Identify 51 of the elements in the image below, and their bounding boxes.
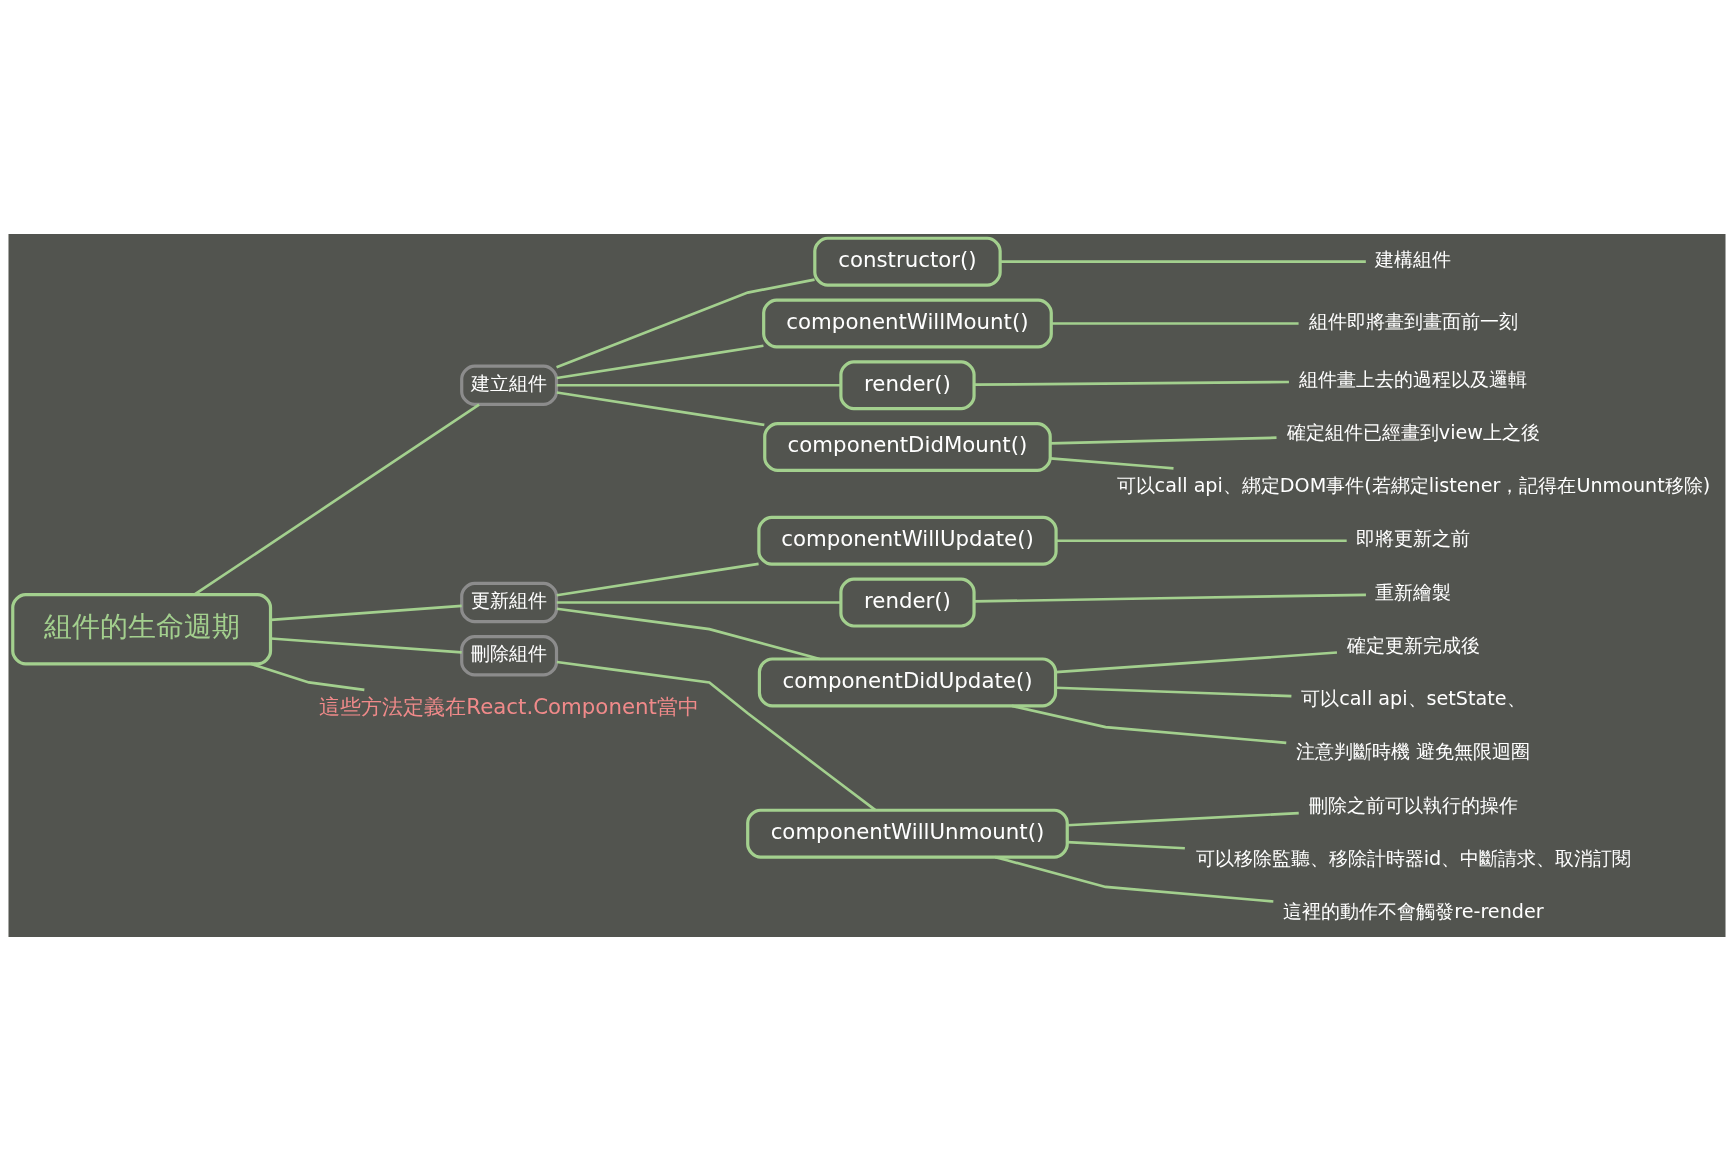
node-text: 重新繪製 <box>1375 580 1452 604</box>
connector <box>556 383 841 387</box>
node-text: 注意判斷時機 避免無限迴圈 <box>1296 739 1531 763</box>
connector <box>1050 435 1277 445</box>
node-box: componentDidUpdate() <box>757 656 1058 707</box>
connector <box>1056 538 1347 542</box>
connector <box>1067 811 1299 827</box>
connector <box>974 593 1366 603</box>
connector <box>1011 704 1287 744</box>
connector <box>556 606 821 660</box>
connector <box>1050 456 1174 470</box>
node-text: 可以call api、綁定DOM事件(若綁定listener，記得在Unmount移除) <box>1116 473 1711 497</box>
node-box: componentWillMount() <box>762 297 1053 348</box>
connector <box>193 402 480 596</box>
node-text: 確定更新完成後 <box>1346 633 1480 657</box>
connector <box>974 380 1289 386</box>
node-text: 可以移除監聽、移除計時器id、中斷請求、取消訂閱 <box>1195 846 1632 870</box>
connector <box>1055 685 1292 697</box>
node-text: 組件畫上去的過程以及邏輯 <box>1299 367 1528 391</box>
node-box: componentWillUnmount() <box>746 808 1069 859</box>
connector <box>556 343 764 379</box>
connector <box>1051 321 1299 325</box>
connector <box>556 562 759 597</box>
node-box: render() <box>839 577 976 628</box>
node-text: 刪除之前可以執行的操作 <box>1308 793 1518 817</box>
node-text: 確定組件已經畫到view上之後 <box>1286 420 1540 444</box>
node-box: componentDidMount() <box>763 421 1052 472</box>
connector <box>1055 650 1338 673</box>
connector <box>556 277 815 368</box>
connector <box>556 600 841 604</box>
node-box: render() <box>839 359 976 410</box>
node-box: componentWillUpdate() <box>757 515 1058 566</box>
node-box: 更新組件 <box>460 581 559 623</box>
node-box: 建立組件 <box>460 363 559 406</box>
connector <box>1000 259 1366 263</box>
node-text: 這裡的動作不會觸發re-render <box>1283 899 1544 923</box>
connector <box>1067 840 1185 850</box>
node-box: 刪除組件 <box>460 634 559 677</box>
connector <box>270 636 462 654</box>
node-text: 建構組件 <box>1375 247 1452 271</box>
connector <box>250 662 365 691</box>
node-box: 組件的生命週期 <box>11 592 273 665</box>
connector <box>556 660 877 811</box>
node-text: 組件即將畫到畫面前一刻 <box>1308 309 1518 333</box>
node-text: 即將更新之前 <box>1356 526 1471 550</box>
connector <box>270 604 462 621</box>
connector <box>994 855 1274 903</box>
node-text: 可以call api、setState、 <box>1301 686 1526 710</box>
node-text: 這些方法定義在React.Component當中 <box>319 693 699 719</box>
connector <box>556 390 765 426</box>
node-box: constructor() <box>813 236 1002 287</box>
